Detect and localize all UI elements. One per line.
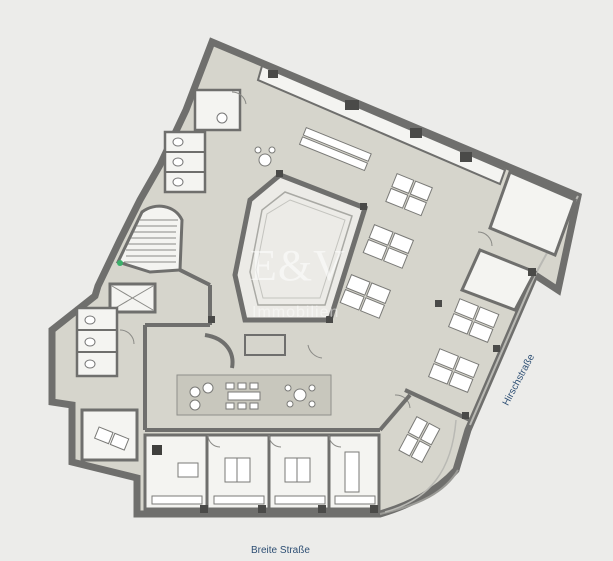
stair-core [108, 204, 184, 314]
street-label-bottom: Breite Straße [251, 545, 310, 556]
restrooms-top [163, 88, 242, 194]
office-row-bottom [143, 433, 381, 511]
kitchen-counter [256, 64, 507, 186]
interior-walls [143, 268, 471, 432]
watermark-subtitle: Immobilien [252, 304, 340, 321]
columns [200, 170, 536, 513]
meeting-room-ne [459, 169, 577, 312]
office-west [80, 408, 139, 462]
restrooms-left [75, 306, 119, 378]
lounge-area [176, 333, 332, 416]
watermark-logo: E&V [250, 241, 346, 290]
